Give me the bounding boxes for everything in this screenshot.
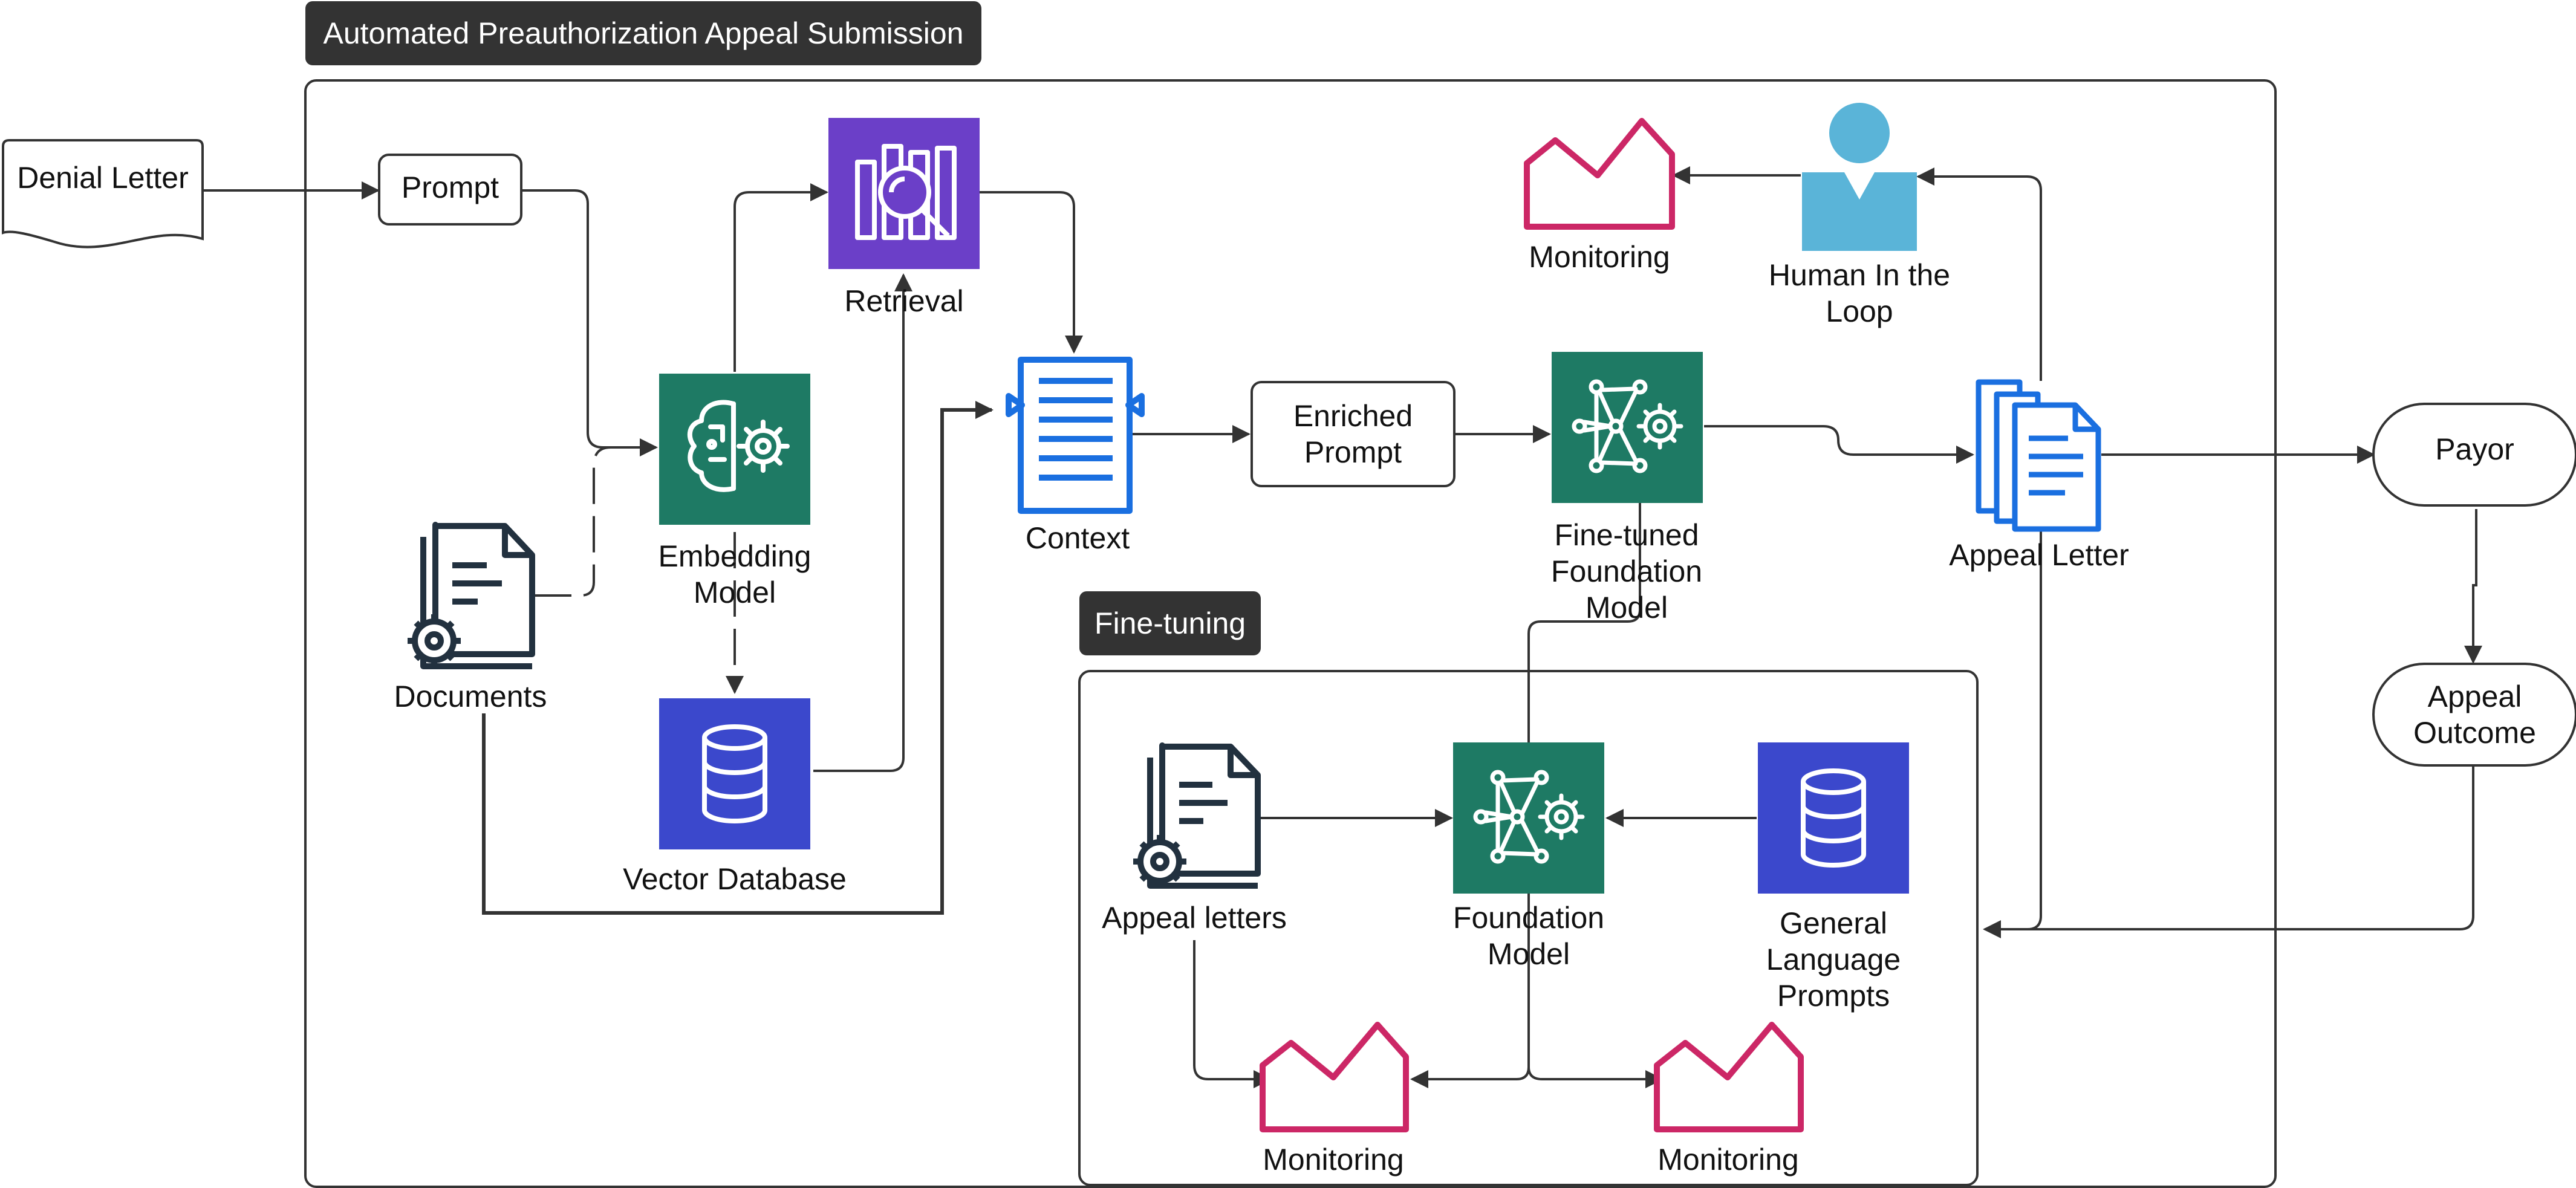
main-container bbox=[304, 79, 2277, 1188]
denial-letter-label: Denial Letter bbox=[17, 161, 189, 195]
appeal-letter-node[interactable] bbox=[1976, 379, 2101, 532]
finetuned-model-line-3: Model bbox=[1585, 591, 1668, 625]
human-in-loop-line-1: Human In the bbox=[1768, 258, 1951, 292]
edge-vectordb-to-retrieval bbox=[813, 273, 912, 772]
finetuned-model-line-1: Fine-tuned bbox=[1554, 518, 1699, 552]
edge-documents-to-embedding bbox=[535, 446, 611, 597]
general-prompts-label: General Language Prompts bbox=[1766, 905, 1901, 1014]
vector-database-label: Vector Database bbox=[623, 862, 847, 896]
human-in-loop-line-2: Loop bbox=[1826, 294, 1893, 328]
general-prompts-line-2: Language bbox=[1766, 943, 1901, 976]
edge-prompt-to-embedding bbox=[521, 189, 658, 456]
prompt-label: Prompt bbox=[401, 170, 499, 204]
foundation-model-line-2: Model bbox=[1487, 937, 1570, 971]
embedding-model-line-2: Model bbox=[693, 576, 776, 609]
retrieval-node[interactable] bbox=[828, 118, 980, 269]
neural-network-gear-icon bbox=[1473, 770, 1585, 864]
retrieval-search-icon bbox=[855, 144, 957, 240]
database-icon bbox=[1801, 768, 1866, 868]
database-icon bbox=[702, 724, 767, 823]
edge-payor-to-outcome bbox=[2464, 509, 2482, 664]
foundation-model-node[interactable] bbox=[1453, 742, 1604, 894]
enriched-prompt-label: Enriched Prompt bbox=[1252, 382, 1454, 486]
embedding-model-node[interactable] bbox=[659, 374, 810, 525]
person-icon bbox=[1802, 103, 1917, 251]
documents-node[interactable] bbox=[408, 522, 535, 669]
monitoring-chart-icon bbox=[1524, 118, 1675, 230]
appeal-letters-node[interactable] bbox=[1133, 742, 1261, 889]
monitoring-left-label: Monitoring bbox=[1263, 1143, 1404, 1177]
monitoring-chart-icon bbox=[1260, 1022, 1409, 1132]
payor-shape[interactable] bbox=[2372, 403, 2576, 507]
general-prompts-line-1: General bbox=[1780, 906, 1887, 940]
edge-outcome-to-finetuning bbox=[1983, 765, 2474, 938]
finetuned-model-line-2: Foundation bbox=[1550, 554, 1703, 588]
retrieval-label: Retrieval bbox=[844, 284, 964, 318]
general-prompts-line-3: Prompts bbox=[1777, 979, 1890, 1013]
edge-appeal-to-human bbox=[1916, 167, 2042, 381]
connectors bbox=[203, 166, 2482, 1088]
document-gear-icon bbox=[1133, 742, 1261, 889]
document-gear-icon bbox=[408, 522, 535, 669]
appeal-letter-label: Appeal Letter bbox=[1949, 538, 2129, 572]
appeal-outcome-shape[interactable] bbox=[2372, 663, 2576, 767]
monitoring-right-label: Monitoring bbox=[1657, 1143, 1799, 1177]
edge-foundation-to-monitoring-right bbox=[1527, 1066, 1664, 1088]
edge-embedding-to-retrieval bbox=[733, 183, 828, 372]
monitoring-top-node[interactable] bbox=[1524, 118, 1675, 230]
appeal-outcome-line-2: Outcome bbox=[2413, 716, 2536, 750]
embedding-model-label: Embedding Model bbox=[659, 538, 812, 611]
finetuned-model-label: Fine-tuned Foundation Model bbox=[1551, 517, 1702, 626]
appeal-outcome-line-1: Appeal bbox=[2427, 680, 2522, 713]
payor-label: Payor bbox=[2435, 432, 2514, 466]
foundation-model-line-1: Foundation bbox=[1452, 901, 1605, 935]
edge-finetuned-to-appeal bbox=[1704, 425, 1974, 464]
prompt-box[interactable] bbox=[378, 154, 522, 226]
context-node[interactable] bbox=[1006, 357, 1145, 514]
edge-documents-to-context bbox=[482, 401, 994, 915]
enriched-prompt-line-1: Enriched bbox=[1293, 399, 1413, 433]
stacked-documents-icon bbox=[1976, 379, 2101, 532]
vector-database-node[interactable] bbox=[659, 698, 810, 849]
human-in-loop-label: Human In the Loop bbox=[1769, 257, 1950, 329]
human-in-loop-node[interactable] bbox=[1802, 103, 1917, 251]
edge-letters-to-monitoring bbox=[1193, 940, 1272, 1088]
monitoring-chart-icon bbox=[1654, 1022, 1804, 1132]
brain-gear-icon bbox=[687, 400, 790, 492]
context-label: Context bbox=[1025, 521, 1130, 555]
embedding-model-line-1: Embedding bbox=[658, 539, 812, 573]
monitoring-top-label: Monitoring bbox=[1529, 240, 1670, 274]
monitoring-right-node[interactable] bbox=[1654, 1022, 1804, 1132]
finetuned-model-node[interactable] bbox=[1552, 352, 1703, 503]
title-tag: Automated Preauthorization Appeal Submis… bbox=[305, 1, 981, 65]
documents-label: Documents bbox=[394, 680, 547, 713]
neural-network-gear-icon bbox=[1572, 379, 1683, 473]
finetuning-tag: Fine-tuning bbox=[1079, 591, 1261, 655]
context-document-icon bbox=[1006, 357, 1145, 514]
appeal-letters-label: Appeal letters bbox=[1102, 901, 1287, 935]
foundation-model-label: Foundation Model bbox=[1453, 900, 1604, 972]
appeal-outcome-label: Appeal Outcome bbox=[2373, 664, 2576, 765]
monitoring-left-node[interactable] bbox=[1260, 1022, 1409, 1132]
enriched-prompt-line-2: Prompt bbox=[1304, 435, 1402, 469]
edge-retrieval-to-context bbox=[980, 191, 1083, 354]
general-prompts-node[interactable] bbox=[1758, 742, 1909, 894]
edge-appeal-to-finetuning bbox=[1989, 526, 2042, 930]
denial-letter-shape[interactable] bbox=[2, 139, 204, 248]
enriched-prompt-box[interactable] bbox=[1251, 381, 1456, 487]
edge-foundation-to-finetuned bbox=[1527, 483, 1649, 742]
